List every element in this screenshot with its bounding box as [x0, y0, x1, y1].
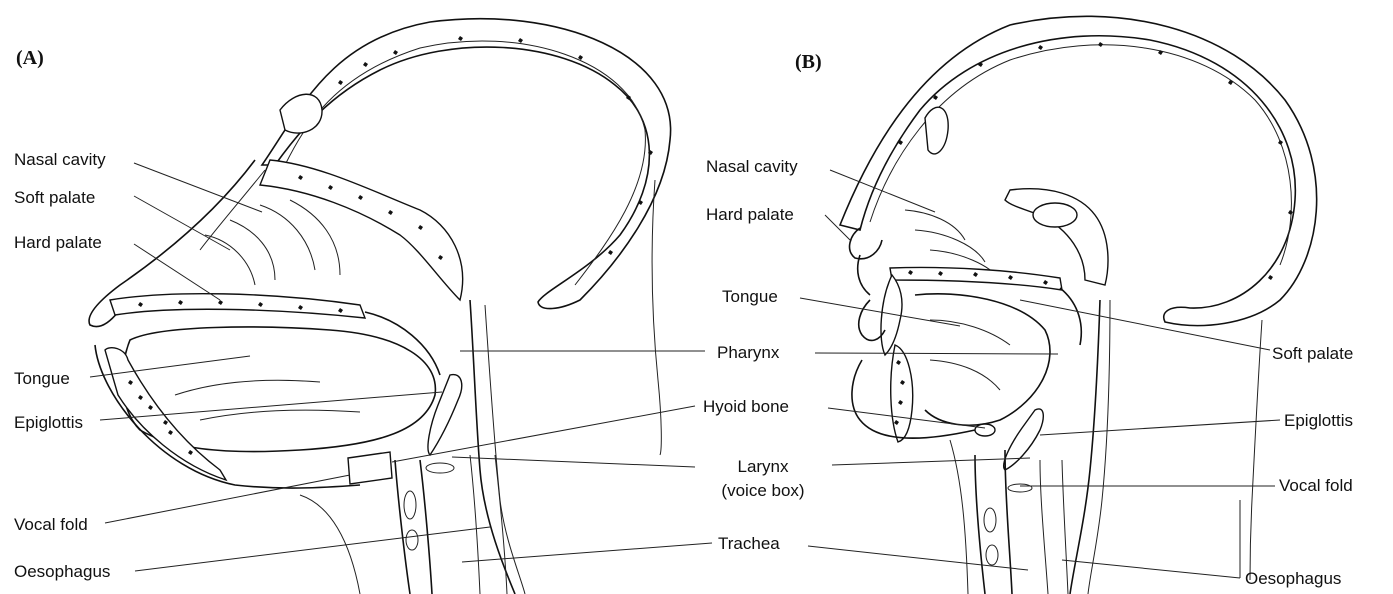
label-b-oesophagus: Oesophagus — [1245, 569, 1341, 588]
label-b-hard-palate: Hard palate — [706, 205, 794, 224]
label-trachea: Trachea — [718, 534, 780, 553]
label-hyoid-bone: Hyoid bone — [703, 397, 789, 416]
label-a-vocal-fold: Vocal fold — [14, 515, 88, 534]
label-a-hard-palate: Hard palate — [14, 233, 102, 252]
label-a-oesophagus: Oesophagus — [14, 562, 110, 581]
label-pharynx: Pharynx — [717, 343, 780, 362]
panel-a-illustration — [89, 19, 671, 594]
label-b-vocal-fold: Vocal fold — [1279, 476, 1353, 495]
label-a-epiglottis: Epiglottis — [14, 413, 83, 432]
panel-b-illustration — [840, 16, 1317, 594]
label-b-soft-palate: Soft palate — [1272, 344, 1353, 363]
panel-b-letter: (B) — [795, 51, 822, 73]
label-b-nasal-cavity: Nasal cavity — [706, 157, 798, 176]
label-larynx-sub: (voice box) — [721, 481, 804, 500]
label-a-tongue: Tongue — [14, 369, 70, 388]
label-larynx: Larynx — [737, 457, 789, 476]
label-a-nasal-cavity: Nasal cavity — [14, 150, 106, 169]
label-b-epiglottis: Epiglottis — [1284, 411, 1353, 430]
label-a-soft-palate: Soft palate — [14, 188, 95, 207]
panel-a-letter: (A) — [16, 47, 44, 69]
label-b-tongue: Tongue — [722, 287, 778, 306]
